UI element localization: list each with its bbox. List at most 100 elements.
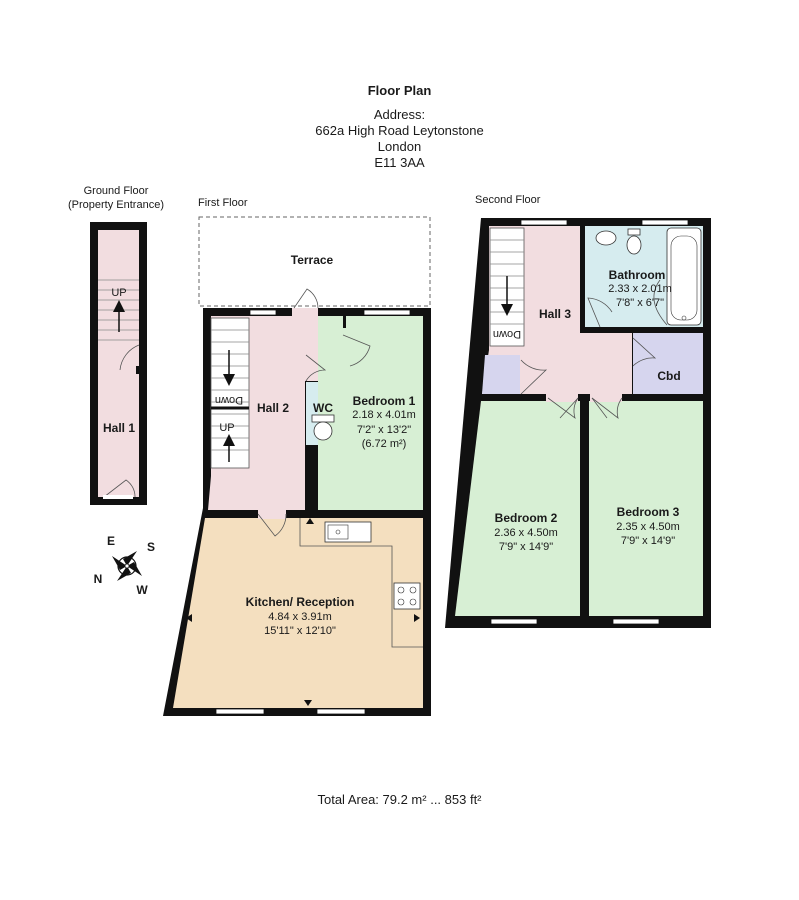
bathroom-window xyxy=(641,219,689,226)
bedroom1-window xyxy=(363,309,411,316)
kitchen-dimension-marker-top xyxy=(306,518,314,524)
wc-toilet-icon xyxy=(313,421,333,441)
kitchen-name: Kitchen/ Reception xyxy=(246,595,355,609)
kitchen-hob-icon xyxy=(393,582,421,610)
ground-stairs-up-label: UP xyxy=(111,287,126,299)
bedroom3-door-swing xyxy=(591,397,623,420)
bedroom2-door-leaf xyxy=(559,397,579,419)
wc-door-swing xyxy=(305,354,327,382)
kitchen-sink-bowl-icon xyxy=(327,524,349,540)
bedroom1-name: Bedroom 1 xyxy=(353,394,416,408)
kitchen-sink-drain-icon xyxy=(335,529,341,535)
kitchen-metric: 4.84 x 3.91m xyxy=(268,611,332,623)
kitchen-room xyxy=(173,518,423,708)
wc-name: WC xyxy=(313,401,333,415)
bedroom3-door-gap xyxy=(590,394,622,402)
bedroom3-room xyxy=(589,401,703,616)
first-stairs-down-label: Down xyxy=(215,394,243,406)
bedroom2-door-gap xyxy=(546,394,578,402)
bathroom-imperial: 7'8" x 6'7" xyxy=(616,297,664,309)
bathroom-door-swing xyxy=(587,297,613,328)
hall2-name: Hall 2 xyxy=(257,401,289,415)
bedroom1-metric: 2.18 x 4.01m xyxy=(352,409,416,421)
bedroom1-door-swing xyxy=(342,334,371,367)
address-line-3: E11 3AA xyxy=(374,155,425,170)
first-floor-stairs xyxy=(210,317,250,469)
first-floor-plan: Terrace Down UP xyxy=(163,216,431,716)
hall3-window xyxy=(520,219,568,226)
bedroom2-metric: 2.36 x 4.50m xyxy=(494,527,558,539)
terrace-name: Terrace xyxy=(291,253,334,267)
bedroom1-area: (6.72 m²) xyxy=(362,438,407,450)
ground-floor-label: Ground Floor (Property Entrance) xyxy=(56,184,176,212)
cbd-door-swing xyxy=(632,337,657,367)
hall1-name: Hall 1 xyxy=(103,421,135,435)
bedroom3-door-leaf xyxy=(591,397,608,419)
entrance-door-swing xyxy=(103,479,136,498)
second-stairs-down-label: Down xyxy=(493,328,521,340)
bedroom2-window xyxy=(490,618,538,625)
terrace-door-gap xyxy=(292,308,318,317)
hall1-door-swing xyxy=(119,344,140,371)
kitchen-window-left xyxy=(215,708,265,715)
kitchen-dimension-marker-right xyxy=(414,614,420,622)
address-label: Address: xyxy=(373,107,426,122)
bedroom2-room xyxy=(455,401,580,616)
bath-icon xyxy=(666,227,702,326)
wc-cistern-icon xyxy=(311,414,335,423)
bedroom3-top-wall xyxy=(628,394,703,401)
compass-w-label: W xyxy=(136,583,148,597)
ground-floor-plan: UP Hall 1 xyxy=(90,222,147,505)
bedroom3-metric: 2.35 x 4.50m xyxy=(616,521,680,533)
compass-s-label: S xyxy=(147,540,155,554)
compass-rose-icon: E S N W xyxy=(94,534,155,597)
toilet-cistern-icon xyxy=(627,228,641,236)
address-line-1: 662a High Road Leytonstone xyxy=(315,123,484,138)
bedroom3-imperial: 7'9" x 14'9" xyxy=(621,535,675,547)
compass-n-label: N xyxy=(94,572,103,586)
kitchen-door-gap xyxy=(258,510,286,519)
hall1-door-stop xyxy=(136,366,140,374)
hall2-window xyxy=(249,309,277,316)
kitchen-window-right xyxy=(316,708,366,715)
kitchen-door-swing xyxy=(257,513,287,537)
kitchen-dimension-marker-left xyxy=(186,614,192,622)
hall3-name: Hall 3 xyxy=(539,307,571,321)
toilet-icon xyxy=(626,235,642,255)
hob-ring-1-icon xyxy=(397,586,405,594)
terrace-outline xyxy=(198,216,431,307)
address-line-2: London xyxy=(377,139,422,154)
compass-e-label: E xyxy=(107,534,115,548)
bedroom2-imperial: 7'9" x 14'9" xyxy=(499,541,553,553)
hob-ring-4-icon xyxy=(409,598,417,606)
bathroom-name: Bathroom xyxy=(609,268,666,282)
first-stairs-up-label: UP xyxy=(219,422,234,434)
second-floor-label: Second Floor xyxy=(475,194,541,206)
bedroom1-room xyxy=(318,316,423,510)
hob-ring-3-icon xyxy=(397,598,405,606)
bedroom1-imperial: 7'2" x 13'2" xyxy=(357,424,411,436)
hall3-cupboard-door-swing xyxy=(520,359,548,395)
ground-floor-label-line1: Ground Floor xyxy=(83,185,149,197)
bedroom3-window xyxy=(612,618,660,625)
hall1-room xyxy=(98,230,139,497)
first-floor-label: First Floor xyxy=(198,197,248,209)
kitchen-worktop xyxy=(299,518,423,648)
shower-screen-icon xyxy=(653,279,668,326)
ground-floor-label-line2: (Property Entrance) xyxy=(68,199,164,211)
bedroom1-wall-stub xyxy=(343,316,346,328)
bedroom3-name: Bedroom 3 xyxy=(617,505,680,519)
hob-ring-2-icon xyxy=(409,586,417,594)
hall3-cupboard-room xyxy=(482,355,520,394)
entrance-door-gap xyxy=(103,495,133,499)
bedroom2-name: Bedroom 2 xyxy=(495,511,558,525)
plan-title: Floor Plan xyxy=(367,83,432,98)
bath-drain-icon xyxy=(681,315,687,321)
kitchen-imperial: 15'11" x 12'10" xyxy=(264,625,336,637)
basin-icon xyxy=(595,230,617,246)
bathroom-metric: 2.33 x 2.01m xyxy=(608,283,672,295)
kitchen-dimension-marker-bottom xyxy=(304,700,312,706)
cbd-name: Cbd xyxy=(657,369,680,383)
terrace-door-swing xyxy=(293,288,319,309)
